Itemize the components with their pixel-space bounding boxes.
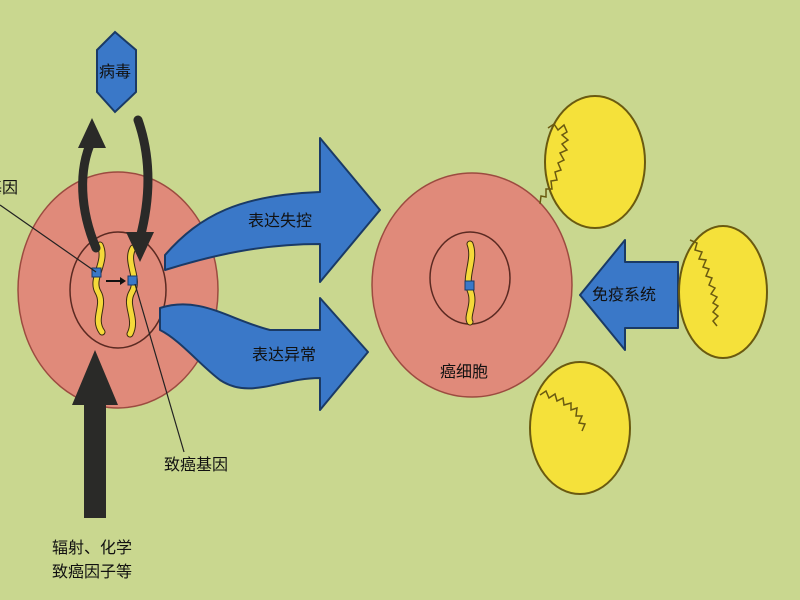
carcinogen-arrow [72, 350, 118, 518]
immune-cell-right [678, 225, 768, 359]
oncogene-label: 致癌基因 [164, 455, 229, 474]
cancer-cell-label: 癌细胞 [440, 362, 489, 381]
uncontrolled-label: 表达失控 [248, 211, 313, 230]
immune-cell-bottom [529, 361, 631, 495]
abnormal-label: 表达异常 [252, 345, 317, 364]
carcinogens-label-line1: 辐射、化学 [52, 538, 133, 557]
mutation-arrow [106, 277, 126, 285]
normal-cell [17, 171, 219, 409]
arrow-to-virus-head [78, 118, 106, 148]
immune-system-label: 免疫系统 [592, 285, 657, 304]
carcinogens-label-line2: 致癌因子等 [52, 562, 133, 581]
virus-label: 病毒 [99, 62, 132, 81]
immune-cell-top [539, 95, 646, 229]
oncogene-pointer-line [134, 283, 185, 453]
gene-pointer-line [0, 204, 97, 273]
normal-chromosomes [91, 241, 138, 338]
arrow-uncontrolled [164, 137, 381, 283]
arrow-from-virus-head [126, 232, 154, 262]
arrow-abnormal [159, 297, 369, 411]
arrow-from-virus [133, 115, 153, 243]
normal-cell-nucleus [69, 231, 167, 349]
arrow-immune [579, 239, 679, 351]
arrow-to-virus [78, 135, 101, 253]
gene-partial-label: 基因 [0, 178, 19, 197]
virus-hexagon [96, 30, 137, 114]
cancer-chromosome [464, 240, 476, 326]
